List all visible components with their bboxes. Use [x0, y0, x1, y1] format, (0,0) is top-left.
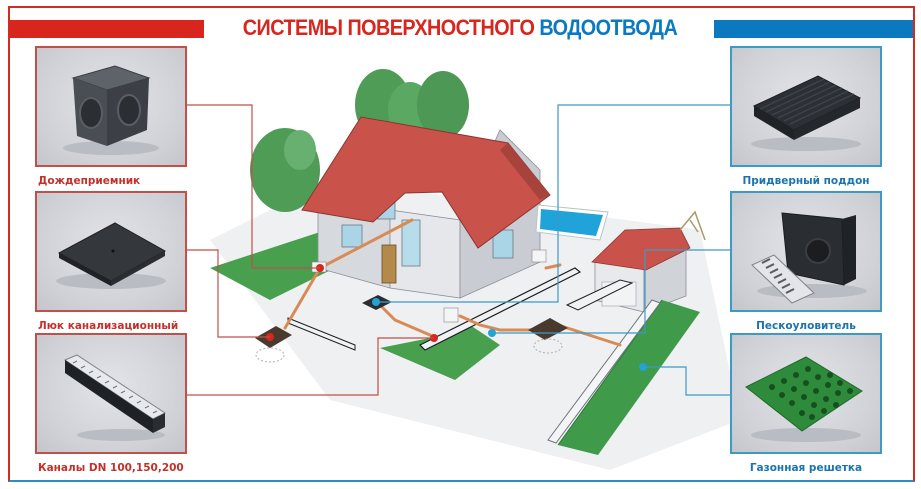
poster-frame	[8, 6, 915, 482]
door-mat-tray-icon	[751, 75, 862, 151]
product-card-lawn-grid[interactable]	[730, 333, 882, 454]
drain-channel-icon	[63, 354, 166, 441]
header-bar-blue	[714, 20, 913, 38]
product-card-manhole[interactable]	[35, 191, 187, 312]
product-label: Пескоуловитель	[756, 320, 856, 332]
title-part-red: СИСТЕМЫ ПОВЕРХНОСТНОГО	[242, 15, 535, 40]
manhole-cover-icon	[56, 222, 167, 289]
page-title: СИСТЕМЫ ПОВЕРХНОСТНОГО ВОДООТВОДА	[235, 14, 685, 42]
product-label: Газонная решетка	[749, 462, 863, 474]
lawn-grid-icon	[745, 356, 863, 442]
rain-inlet-box-icon	[63, 65, 159, 155]
product-label: Люк канализационный	[38, 320, 179, 332]
product-card-drain-channel[interactable]	[35, 333, 187, 454]
product-label: Придверный поддон	[742, 175, 870, 187]
title-part-blue: ВОДООТВОДА	[539, 15, 678, 40]
sand-trap-icon	[751, 212, 867, 304]
product-card-door-mat[interactable]	[730, 46, 882, 167]
product-label: Каналы DN 100,150,200	[38, 462, 184, 474]
product-card-rain-inlet[interactable]	[35, 46, 187, 167]
header-bar-red	[10, 20, 204, 38]
product-label: Дождеприемник	[38, 175, 141, 187]
product-card-sand-trap[interactable]	[730, 191, 882, 312]
